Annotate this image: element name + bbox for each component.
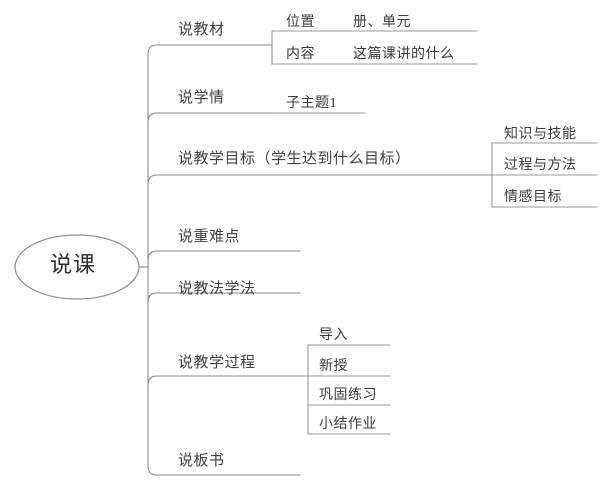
branch-label-shuoxueqing[interactable]: 说学情 [178, 88, 225, 106]
branch-line-shuojiaofaxuefa [147, 292, 301, 303]
branch-line-shuojiaoxuemubiao [147, 174, 493, 185]
child-detail-neirong[interactable]: 这篇课讲的什么 [353, 46, 455, 62]
branch-label-shuojiaocai[interactable]: 说教材 [178, 20, 225, 38]
branch-label-shuojiaofaxuefa[interactable]: 说教法学法 [178, 279, 256, 297]
branch-label-shuobanshu[interactable]: 说板书 [178, 451, 225, 469]
child-label-gonggulianxi[interactable]: 巩固练习 [319, 387, 377, 403]
child-label-zizhuti[interactable]: 子主题1 [286, 96, 338, 110]
child-label-daoru[interactable]: 导入 [319, 327, 348, 343]
child-label-neirong[interactable]: 内容 [286, 46, 315, 62]
branch-label-shuojiaoxueguocheng[interactable]: 说教学过程 [178, 353, 256, 371]
child-label-zhishijineng[interactable]: 知识与技能 [504, 126, 577, 142]
branch-line-shuojiaocai [147, 44, 273, 61]
branch-line-shuozhongnandian [147, 250, 301, 261]
branch-line-shuojiaoxueguocheng [147, 375, 309, 386]
child-label-guochengfangfa[interactable]: 过程与方法 [504, 157, 577, 173]
child-label-zizhuti-text: 子主题 [286, 95, 330, 111]
branch-label-shuojiaoxuemubiao[interactable]: 说教学目标（学生达到什么目标） [178, 149, 411, 167]
branch-line-shuoxueqing [147, 112, 273, 123]
root-node-label[interactable]: 说课 [50, 253, 97, 278]
branch-label-shuozhongnandian[interactable]: 说重难点 [178, 227, 241, 245]
branch-line-shuobanshu [147, 465, 301, 476]
child-label-weizhi[interactable]: 位置 [286, 14, 315, 30]
child-detail-weizhi[interactable]: 册、单元 [353, 14, 411, 30]
child-label-xiaojiezuoye[interactable]: 小结作业 [319, 416, 377, 432]
child-label-qingganmubiao[interactable]: 情感目标 [504, 189, 562, 205]
child-label-zizhuti-number: 1 [329, 96, 338, 110]
child-label-xinshou[interactable]: 新授 [319, 358, 348, 374]
